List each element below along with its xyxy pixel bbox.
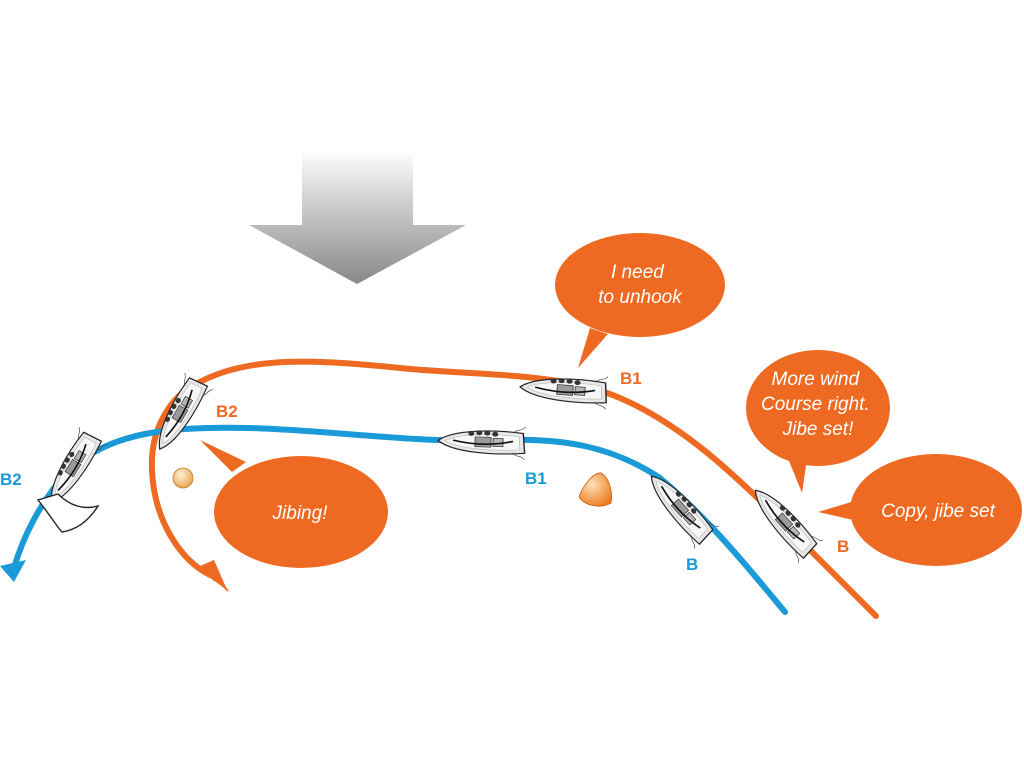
bubble-jibing-line-1: Jibing! [272, 503, 329, 524]
race-mark-yellow-icon [172, 467, 194, 489]
boat-blue-b1-icon [436, 423, 527, 461]
bubble-unhook-line-2: to unhook [598, 287, 683, 308]
wind-direction-arrow-icon [249, 150, 466, 284]
boat-blue-b-icon [638, 464, 720, 550]
blue-course-line [11, 424, 788, 615]
bubble-copy-line-1: Copy, jibe set [881, 501, 995, 522]
bubble-unhook-line-1: I need [611, 262, 665, 283]
label-blue-b2: B2 [0, 470, 22, 489]
svg-text:I need to unhook: I need to unhook [598, 262, 683, 308]
label-blue-b1: B1 [525, 469, 547, 488]
speech-bubble-jibing: Jibing! [200, 440, 388, 568]
bubble-more-wind-line-1: More wind [772, 369, 861, 390]
race-mark-orange-icon [578, 472, 612, 507]
bubble-more-wind-line-2: Course right. [761, 394, 870, 415]
svg-text:Copy, jibe set: Copy, jibe set [881, 501, 995, 522]
bubble-more-wind-line-3: Jibe set! [782, 419, 854, 440]
speech-bubble-copy: Copy, jibe set [818, 454, 1022, 566]
blue-b2-spinnaker-icon [36, 493, 100, 533]
label-orange-b1: B1 [620, 369, 642, 388]
label-blue-b: B [686, 555, 698, 574]
blue-arrowhead-icon [0, 560, 26, 582]
label-orange-b2: B2 [216, 402, 238, 421]
speech-bubble-more-wind: More wind Course right. Jibe set! [746, 350, 890, 493]
speech-bubble-unhook: I need to unhook [555, 233, 725, 368]
svg-text:More wind Course right.: More wind Course right. Jibe set! [761, 369, 875, 440]
orange-arrowhead-icon [196, 560, 230, 592]
label-orange-b: B [837, 537, 849, 556]
svg-text:Jibing!: Jibing! [272, 503, 329, 524]
boat-orange-b-icon [742, 478, 824, 564]
